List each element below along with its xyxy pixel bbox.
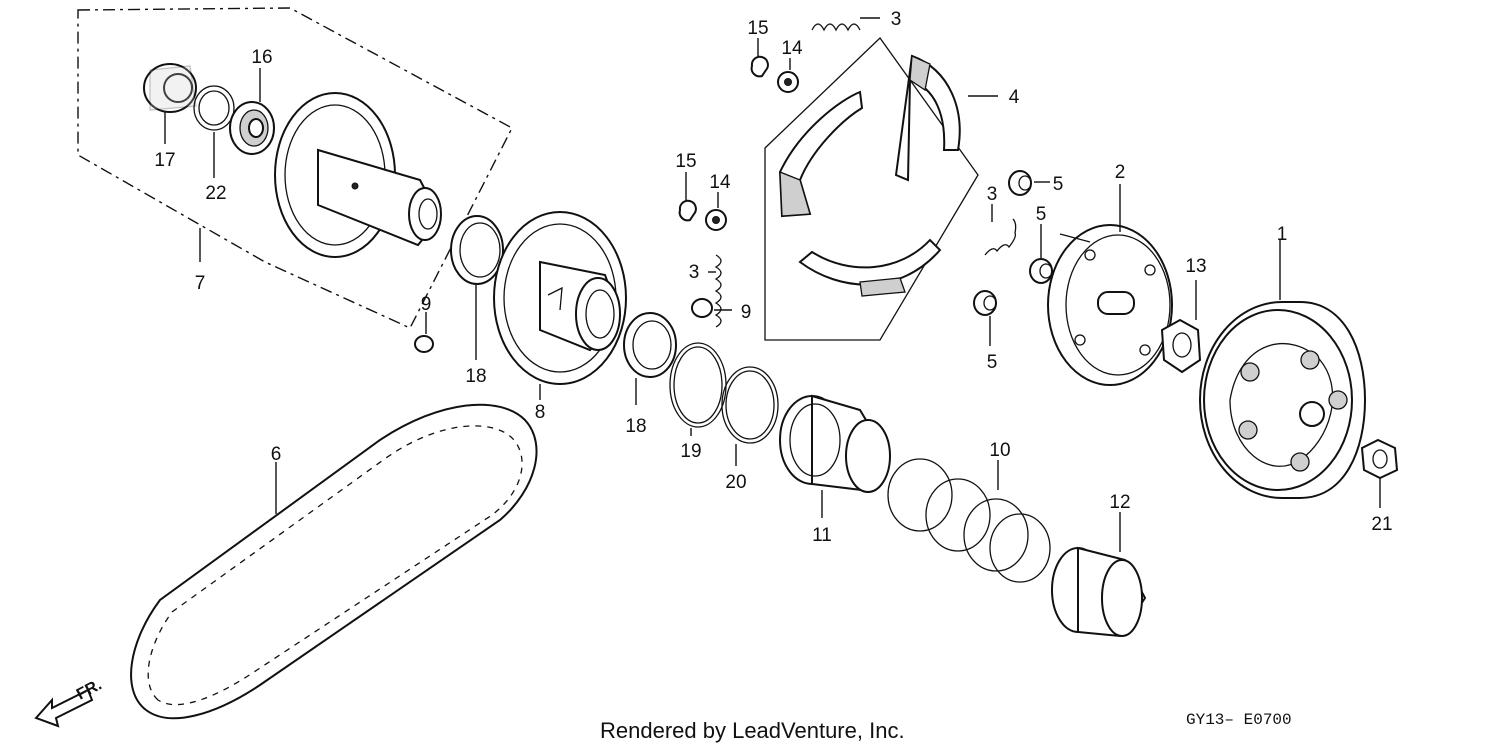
- oil-seal-18a[interactable]: [450, 215, 504, 360]
- guide-pin-9[interactable]: [414, 312, 434, 353]
- clutch-shoe-4b[interactable]: [894, 54, 961, 182]
- callout-3c: 3: [987, 184, 998, 205]
- callout-17: 17: [154, 150, 175, 171]
- clutch-collar-5b[interactable]: [1029, 224, 1053, 284]
- callout-13: 13: [1185, 256, 1206, 277]
- clutch-collar-5c[interactable]: [973, 290, 997, 346]
- callout-16: 16: [251, 47, 272, 68]
- front-direction-arrow: FR.: [34, 676, 105, 728]
- diagram-code: GY13– E0700: [1186, 711, 1292, 729]
- callout-3b: 3: [689, 262, 700, 283]
- washer-14a[interactable]: [777, 58, 799, 93]
- retaining-clip-15a[interactable]: [750, 38, 769, 78]
- callout-19: 19: [680, 441, 701, 462]
- ball-bearing-16[interactable]: [229, 68, 275, 155]
- seal-collar-11[interactable]: [779, 394, 891, 518]
- callout-10: 10: [989, 440, 1010, 461]
- driven-face-spring-10[interactable]: [887, 458, 1051, 583]
- clutch-shoe-4c[interactable]: [798, 238, 942, 297]
- snap-ring-22[interactable]: [193, 85, 235, 178]
- o-ring-19[interactable]: [669, 342, 727, 436]
- callout-15a: 15: [747, 18, 768, 39]
- callout-14a: 14: [781, 38, 803, 59]
- callout-21: 21: [1371, 514, 1392, 535]
- drive-plate-2[interactable]: [1047, 184, 1173, 386]
- callout-labels: 1 2 3 3 3 4 5 5 5 6 7 8 9 9 10 11 12 13 …: [154, 9, 1392, 546]
- retaining-clip-15b[interactable]: [678, 172, 697, 222]
- driven-pulley-7[interactable]: [274, 92, 442, 258]
- clutch-collar-5a[interactable]: [1008, 170, 1050, 196]
- clutch-shoe-4a[interactable]: [778, 90, 864, 218]
- washer-14b[interactable]: [705, 192, 727, 231]
- callout-9b: 9: [741, 302, 752, 323]
- o-ring-20[interactable]: [721, 366, 779, 466]
- lock-nut-13[interactable]: [1160, 280, 1202, 374]
- callout-3a: 3: [891, 9, 902, 30]
- guide-pin-9b[interactable]: [691, 298, 732, 318]
- callout-22: 22: [205, 183, 226, 204]
- clutch-spring-3c[interactable]: [984, 204, 1017, 256]
- callout-6: 6: [271, 444, 282, 465]
- callout-11: 11: [812, 525, 832, 546]
- assembly-7-outline: [77, 7, 513, 329]
- callout-5a: 5: [1053, 174, 1064, 195]
- callout-5c: 5: [987, 352, 998, 373]
- callout-1: 1: [1277, 224, 1288, 245]
- callout-18a: 18: [465, 366, 486, 387]
- callout-18b: 18: [625, 416, 646, 437]
- callout-15b: 15: [675, 151, 696, 172]
- needle-bearing-17[interactable]: [143, 63, 197, 144]
- movable-driven-face-8[interactable]: [493, 211, 627, 400]
- clutch-nut-21[interactable]: [1360, 438, 1399, 508]
- callout-8: 8: [535, 402, 546, 423]
- drive-belt-6[interactable]: [130, 403, 538, 720]
- callout-5b: 5: [1036, 204, 1047, 225]
- clutch-outer-1[interactable]: [1199, 240, 1367, 499]
- callout-12: 12: [1109, 492, 1130, 513]
- callout-9a: 9: [421, 294, 432, 315]
- clutch-spring-3a[interactable]: [811, 17, 880, 32]
- clutch-spring-3b[interactable]: [708, 254, 722, 328]
- render-credit: Rendered by LeadVenture, Inc.: [600, 718, 905, 743]
- callout-4: 4: [1009, 87, 1020, 108]
- callout-14b: 14: [709, 172, 731, 193]
- callout-2: 2: [1115, 162, 1126, 183]
- spring-seat-12[interactable]: [1051, 512, 1147, 638]
- callout-20: 20: [725, 472, 746, 493]
- oil-seal-18b[interactable]: [623, 312, 677, 405]
- callout-7: 7: [195, 273, 206, 294]
